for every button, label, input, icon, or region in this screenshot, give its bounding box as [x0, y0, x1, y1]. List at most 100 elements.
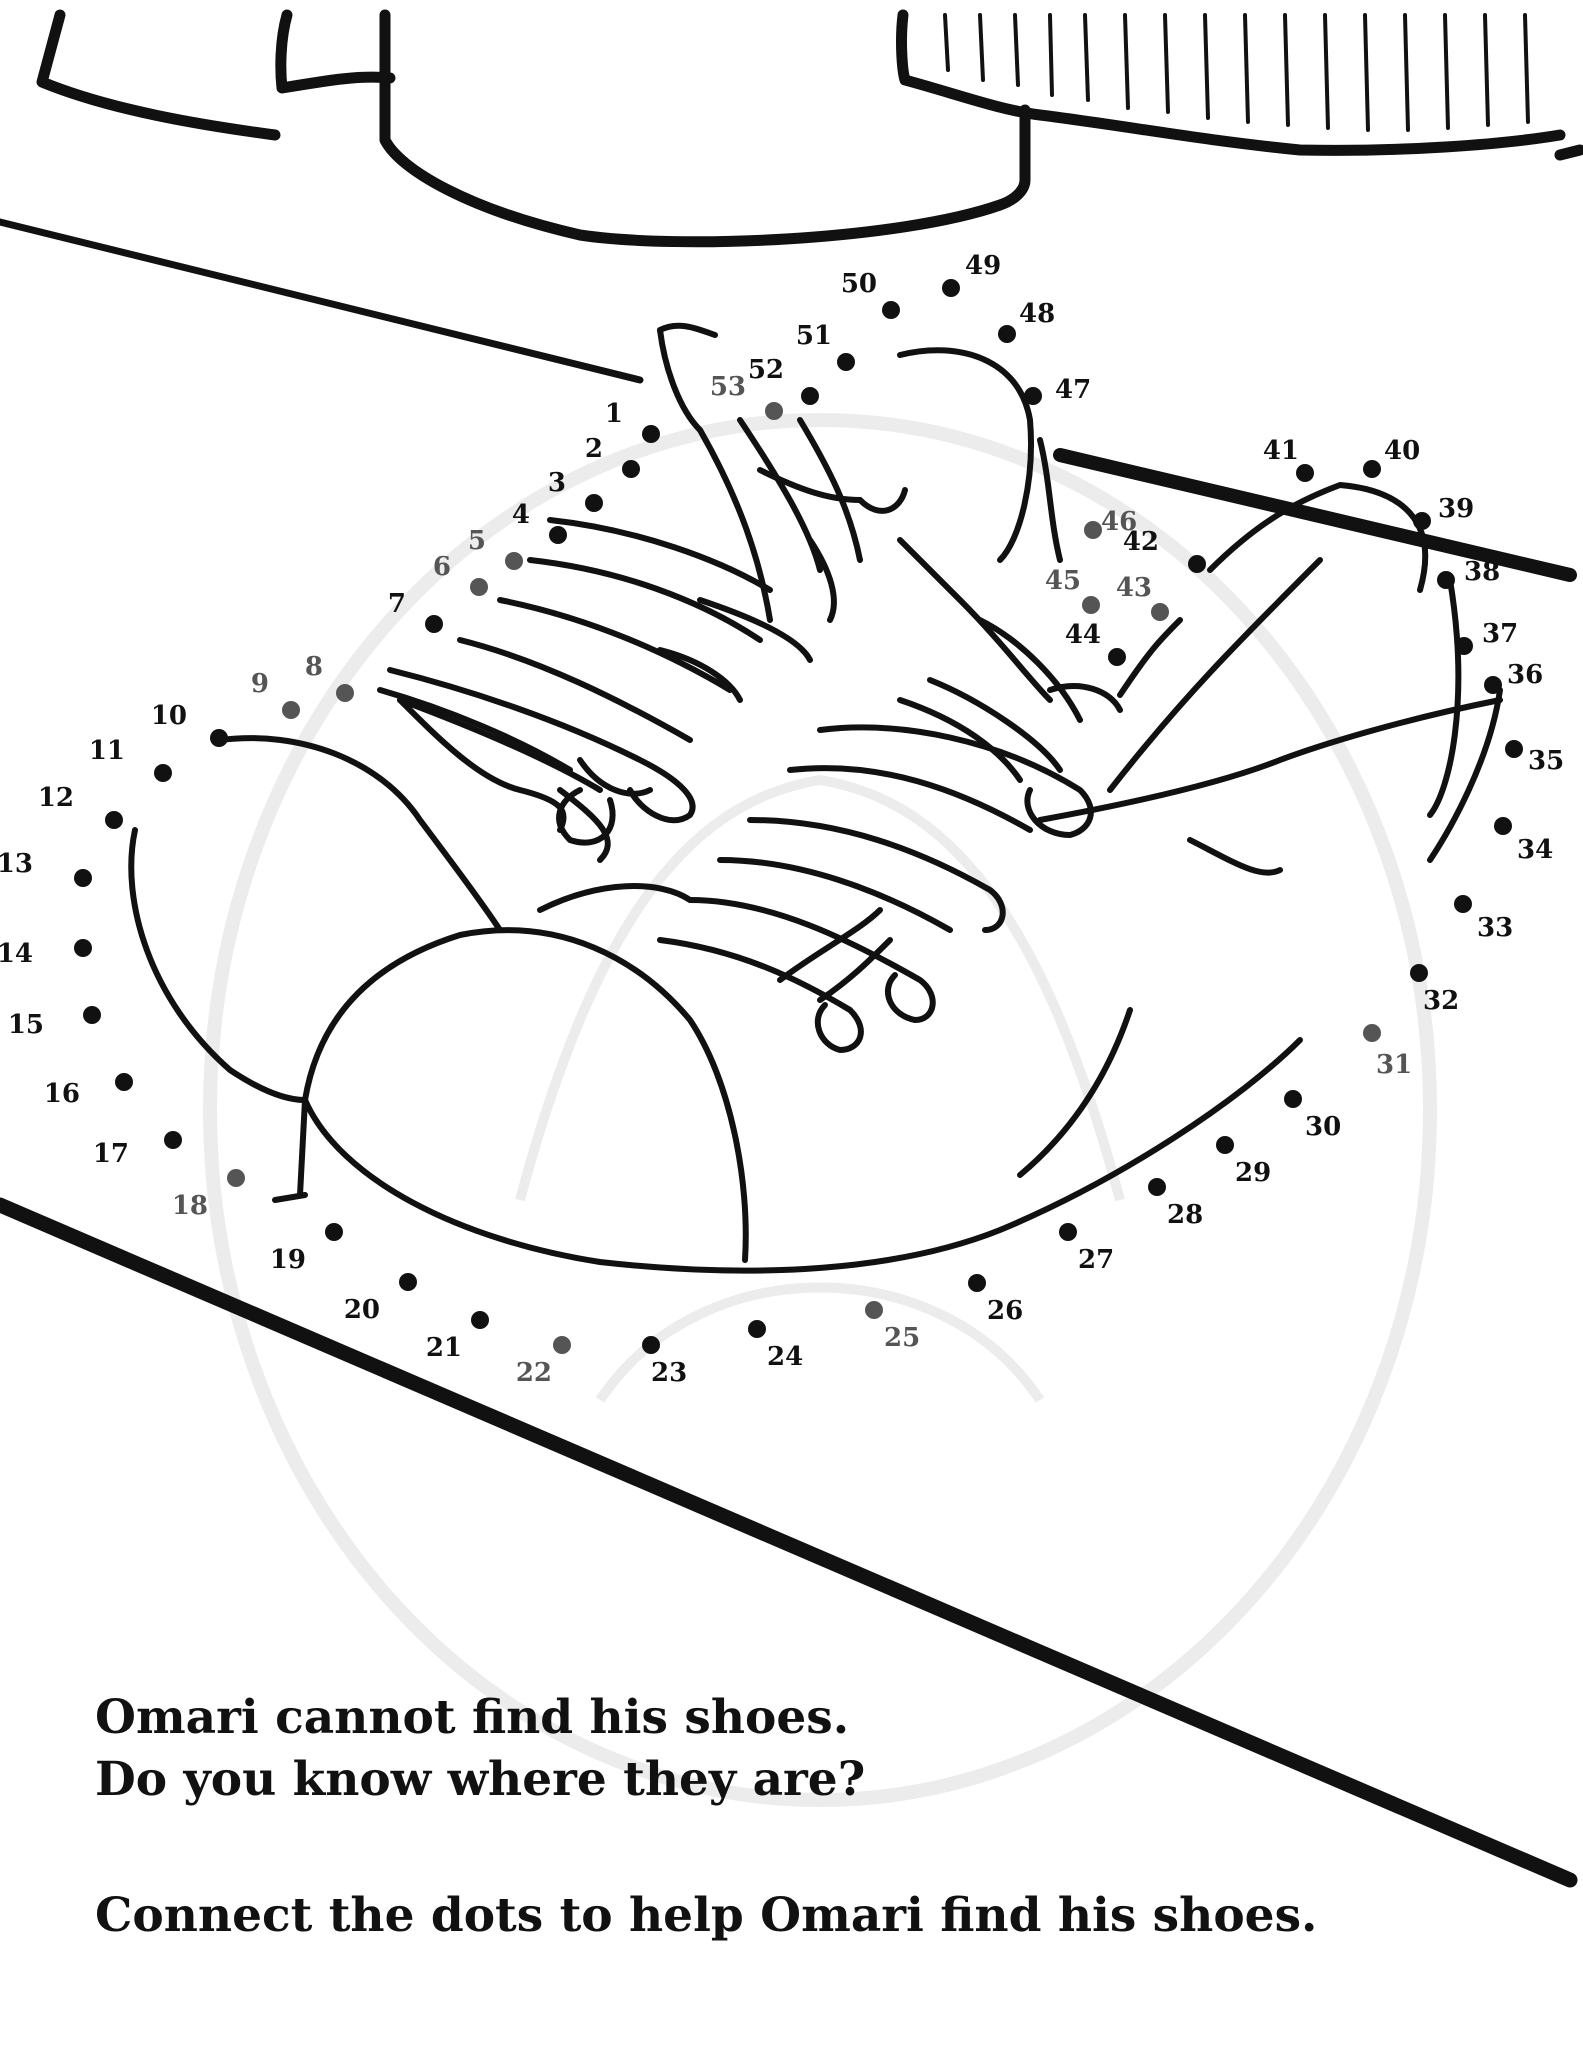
dot-label-45: 45: [1045, 566, 1081, 596]
dot-label-6: 6: [433, 552, 451, 582]
dot-label-26: 26: [987, 1296, 1023, 1326]
dot-25: [865, 1301, 883, 1319]
dot-label-52: 52: [748, 355, 784, 385]
dot-label-1: 1: [605, 399, 623, 429]
dot-3: [585, 494, 603, 512]
dot-label-40: 40: [1384, 436, 1420, 466]
dot-30: [1284, 1090, 1302, 1108]
dot-label-49: 49: [965, 251, 1001, 281]
dot-46: [1084, 521, 1102, 539]
watermark-emblem: [203, 413, 1437, 1807]
dot-label-51: 51: [796, 321, 832, 351]
caption-line-3: Connect the dots to help Omari find his …: [95, 1888, 1318, 1943]
dot-5: [505, 552, 523, 570]
dot-34: [1494, 817, 1512, 835]
dot-label-24: 24: [767, 1342, 803, 1372]
dot-26: [968, 1274, 986, 1292]
dot-42: [1188, 555, 1206, 573]
caption-line-1: Omari cannot find his shoes.: [95, 1690, 850, 1745]
dot-39: [1413, 512, 1431, 530]
dot-label-15: 15: [8, 1010, 44, 1040]
dot-28: [1148, 1178, 1166, 1196]
dot-11: [154, 764, 172, 782]
dot-label-34: 34: [1517, 835, 1553, 865]
dot-31: [1363, 1024, 1381, 1042]
dot-label-12: 12: [38, 783, 74, 813]
dot-48: [998, 325, 1016, 343]
dot-label-23: 23: [651, 1358, 687, 1388]
dot-23: [642, 1336, 660, 1354]
dot-41: [1296, 464, 1314, 482]
dot-22: [553, 1336, 571, 1354]
dot-label-11: 11: [89, 736, 125, 766]
dot-45: [1082, 596, 1100, 614]
dot-label-7: 7: [388, 589, 406, 619]
dot-37: [1455, 637, 1473, 655]
dot-label-4: 4: [512, 500, 530, 530]
dot-18: [227, 1169, 245, 1187]
dot-label-46: 46: [1101, 507, 1137, 537]
dot-43: [1151, 603, 1169, 621]
dot-20: [399, 1273, 417, 1291]
shoes-line-drawing: [128, 322, 1503, 1274]
dot-label-25: 25: [884, 1323, 920, 1353]
dot-label-37: 37: [1482, 619, 1518, 649]
dot-4: [549, 526, 567, 544]
dot-label-38: 38: [1464, 557, 1500, 587]
floor-lines: [0, 218, 1578, 1888]
dot-14: [74, 939, 92, 957]
dot-label-9: 9: [251, 669, 269, 699]
dot-10: [210, 729, 228, 747]
dot-label-31: 31: [1376, 1050, 1412, 1080]
dot-label-28: 28: [1167, 1200, 1203, 1230]
dot-label-43: 43: [1116, 573, 1152, 603]
dot-label-18: 18: [172, 1191, 208, 1221]
dot-label-53: 53: [710, 372, 746, 402]
dot-2: [622, 460, 640, 478]
dot-24: [748, 1320, 766, 1338]
dot-label-8: 8: [305, 652, 323, 682]
dot-9: [282, 701, 300, 719]
dot-47: [1024, 387, 1042, 405]
dot-7: [425, 615, 443, 633]
dot-8: [336, 684, 354, 702]
dot-label-14: 14: [0, 939, 33, 969]
dot-label-39: 39: [1438, 494, 1474, 524]
dot-29: [1216, 1136, 1234, 1154]
dot-44: [1108, 648, 1126, 666]
dot-label-33: 33: [1477, 913, 1513, 943]
dot-label-50: 50: [841, 269, 877, 299]
dot-label-13: 13: [0, 849, 33, 879]
dot-49: [942, 279, 960, 297]
dot-label-36: 36: [1507, 660, 1543, 690]
dot-label-5: 5: [468, 526, 486, 556]
dot-51: [837, 353, 855, 371]
dot-33: [1454, 895, 1472, 913]
dot-label-48: 48: [1019, 299, 1055, 329]
dot-label-19: 19: [270, 1245, 306, 1275]
dot-label-2: 2: [585, 434, 603, 464]
dot-53: [765, 402, 783, 420]
dot-label-22: 22: [516, 1358, 552, 1388]
dot-label-41: 41: [1263, 436, 1299, 466]
dot-label-29: 29: [1235, 1158, 1271, 1188]
dot-label-35: 35: [1528, 746, 1564, 776]
dot-label-16: 16: [44, 1079, 80, 1109]
dot-40: [1363, 460, 1381, 478]
dot-6: [470, 578, 488, 596]
dot-52: [801, 387, 819, 405]
dot-19: [325, 1223, 343, 1241]
dot-label-27: 27: [1078, 1245, 1114, 1275]
dot-13: [74, 869, 92, 887]
top-legs-outline: [36, 9, 1583, 248]
dot-label-10: 10: [151, 701, 187, 731]
dot-21: [471, 1311, 489, 1329]
dot-15: [83, 1006, 101, 1024]
dot-label-30: 30: [1305, 1112, 1341, 1142]
dot-36: [1484, 676, 1502, 694]
dot-50: [882, 301, 900, 319]
dot-38: [1437, 571, 1455, 589]
dot-label-47: 47: [1055, 375, 1091, 405]
